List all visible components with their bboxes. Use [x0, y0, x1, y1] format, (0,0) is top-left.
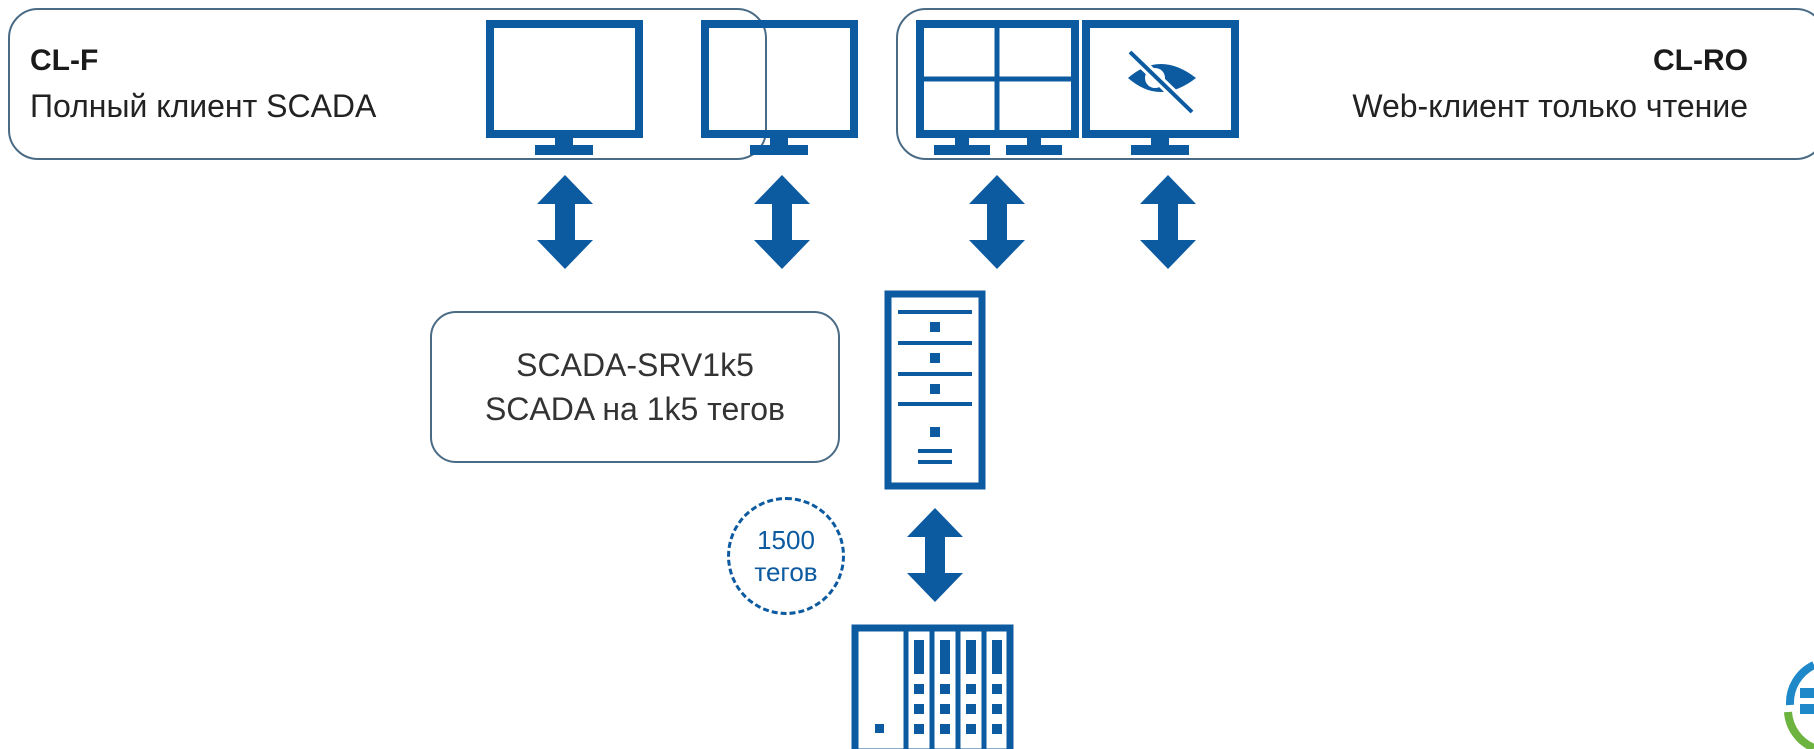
server-description: SCADA на 1k5 тегов — [484, 391, 786, 427]
server-name: SCADA-SRV1k5 — [516, 347, 754, 383]
server-tower-icon — [884, 290, 986, 490]
tag-count: 1500 — [757, 525, 815, 555]
bidirectional-arrow-icon — [1140, 175, 1196, 269]
tag-unit: тегов — [754, 557, 818, 587]
bidirectional-arrow-icon — [969, 175, 1025, 269]
monitor-icon — [486, 20, 643, 155]
full-client-title: CL-F — [30, 44, 99, 77]
full-client-subtitle: Полный клиент SCADA — [30, 88, 377, 124]
quad-monitor-icon — [916, 20, 1079, 155]
plc-rack-icon — [851, 624, 1014, 749]
hidden-monitor-icon — [1082, 20, 1239, 155]
readonly-client-title: CL-RO — [1653, 44, 1748, 77]
tag-count-badge: 1500 тегов — [727, 497, 845, 615]
bidirectional-arrow-icon — [907, 508, 963, 602]
bidirectional-arrow-icon — [537, 175, 593, 269]
bidirectional-arrow-icon — [754, 175, 810, 269]
readonly-client-subtitle: Web-клиент только чтение — [1352, 88, 1748, 124]
server-label-box: SCADA-SRV1k5 SCADA на 1k5 тегов — [430, 311, 840, 463]
monitor-icon — [701, 20, 858, 155]
logo-icon — [1784, 661, 1814, 749]
